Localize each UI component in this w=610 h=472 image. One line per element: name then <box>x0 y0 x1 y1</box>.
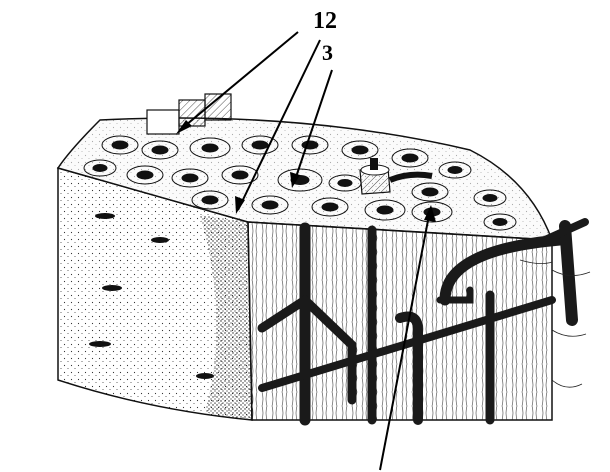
pointer-line <box>180 32 298 130</box>
label-3: 3 <box>322 40 333 65</box>
label-12: 12 <box>313 8 337 34</box>
lamella-block <box>147 110 179 134</box>
vessel <box>565 226 572 320</box>
